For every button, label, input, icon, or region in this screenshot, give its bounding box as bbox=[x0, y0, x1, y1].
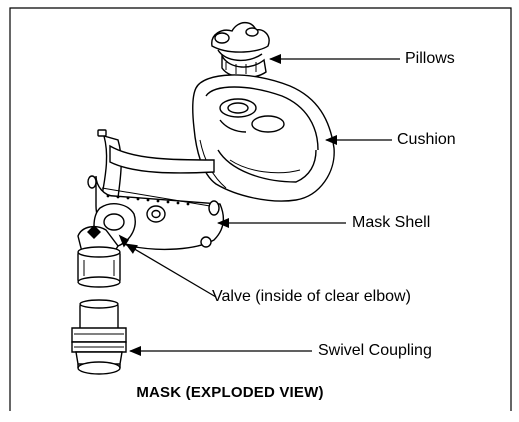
cushion-label: Cushion bbox=[397, 131, 456, 149]
pillows-part bbox=[212, 23, 269, 78]
cushion-part bbox=[193, 75, 334, 201]
pillows-label: Pillows bbox=[405, 50, 455, 68]
valve-arrow bbox=[126, 244, 216, 297]
mask-shell-label: Mask Shell bbox=[352, 214, 430, 232]
valve-label: Valve (inside of clear elbow) bbox=[212, 288, 411, 306]
swivel-coupling-label: Swivel Coupling bbox=[318, 342, 432, 360]
diagram-caption: MASK (EXPLODED VIEW) bbox=[0, 384, 460, 401]
swivel-coupling-part bbox=[72, 300, 126, 374]
